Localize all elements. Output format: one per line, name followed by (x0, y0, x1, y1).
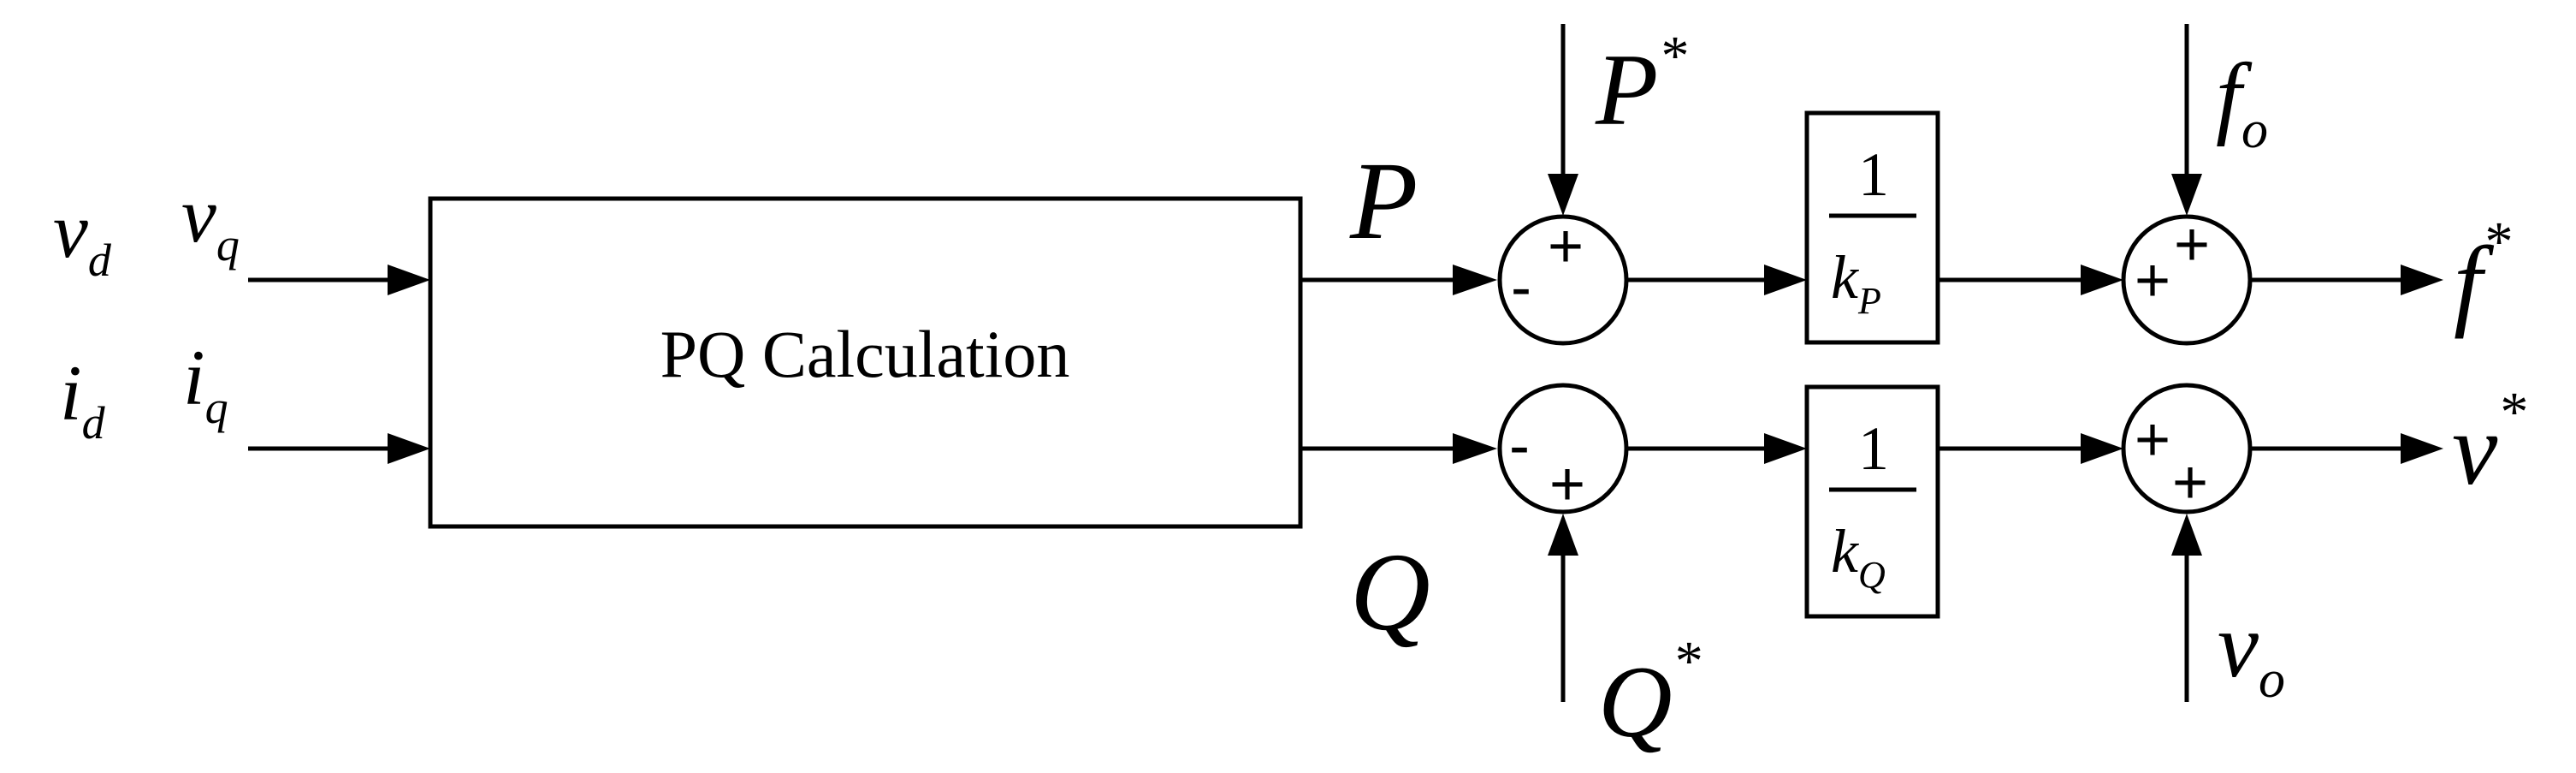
id-label: id (60, 349, 106, 449)
vq-label: vq (181, 171, 240, 271)
gain-p-to-sj3-arrow (1938, 265, 2123, 295)
gain-block-kq: 1 kQ (1804, 384, 1940, 619)
q-star-label: Q* (1598, 630, 1701, 758)
p-output-label: P (1349, 140, 1418, 263)
current-input-arrow (248, 433, 430, 464)
sj2-plus-sign: + (1549, 450, 1585, 519)
summing-junction-p: + - (1497, 212, 1629, 346)
p-star-label: P* (1595, 25, 1686, 146)
vo-label: vo (2218, 595, 2285, 709)
gain-q-denominator: kQ (1831, 517, 1886, 596)
pq-calculation-label: PQ Calculation (660, 317, 1070, 391)
vo-ref-arrow (2171, 514, 2202, 702)
gain-block-kp: 1 kP (1804, 110, 1940, 345)
v-star-label: v* (2452, 381, 2526, 506)
q-signal-arrow (1300, 433, 1497, 464)
sj1-to-gain-p-arrow (1626, 265, 1807, 295)
fo-label: fo (2216, 45, 2268, 159)
f-star-output-arrow (2250, 265, 2443, 295)
q-output-label: Q (1350, 531, 1430, 654)
q-ref-arrow (1548, 514, 1578, 702)
sj4-bottom-plus-sign: + (2172, 449, 2208, 517)
sj2-minus-sign: - (1509, 412, 1530, 480)
v-star-output-arrow (2250, 433, 2443, 464)
gain-q-numerator: 1 (1858, 414, 1889, 483)
p-ref-arrow (1548, 24, 1578, 216)
vd-label: vd (53, 187, 112, 286)
gain-p-numerator: 1 (1858, 140, 1889, 209)
fo-ref-arrow (2171, 24, 2202, 216)
summing-junction-q: - + (1497, 383, 1629, 519)
f-star-label: f* (2454, 211, 2510, 339)
sj3-top-plus-sign: + (2174, 211, 2210, 279)
sj1-plus-sign: + (1548, 212, 1584, 281)
sj3-left-plus-sign: + (2135, 247, 2170, 315)
sj4-left-plus-sign: + (2135, 406, 2170, 474)
voltage-input-arrow (248, 265, 430, 295)
summing-junction-f: + + (2121, 211, 2253, 346)
summing-junction-v: + + (2121, 383, 2253, 517)
sj1-minus-sign: - (1511, 253, 1531, 322)
gain-p-denominator: kP (1831, 243, 1881, 322)
sj2-to-gain-q-arrow (1626, 433, 1807, 464)
pq-calculation-block (428, 196, 1303, 529)
gain-q-to-sj4-arrow (1938, 433, 2123, 464)
p-signal-arrow (1300, 265, 1497, 295)
iq-label: iq (183, 334, 228, 433)
